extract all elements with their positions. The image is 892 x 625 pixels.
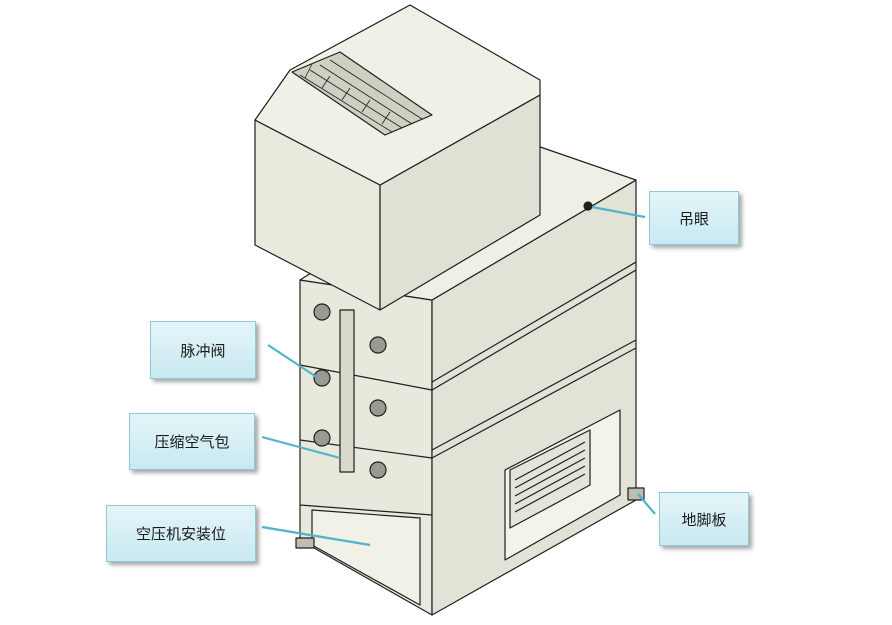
leader-compressor [261, 525, 371, 547]
callout-foot-plate: 地脚板 [659, 492, 749, 546]
callout-lifting-eye: 吊眼 [649, 191, 739, 245]
callout-compressor-position: 空压机安装位 [106, 505, 256, 562]
compressor-bay [311, 509, 421, 606]
leader-air-tank [261, 435, 341, 460]
leader-lifting-eye [591, 205, 646, 219]
leader-lines [261, 205, 656, 547]
foot-plate-left [295, 537, 315, 549]
air-tank-bar [339, 309, 355, 473]
callout-pulse-valve: 脉冲阀 [150, 321, 256, 379]
leader-pulse-valve [267, 344, 319, 379]
lifting-eye [583, 201, 593, 211]
pulse-valves [313, 303, 387, 479]
callout-air-tank: 压缩空气包 [129, 413, 255, 470]
leader-foot-plate [637, 493, 656, 515]
